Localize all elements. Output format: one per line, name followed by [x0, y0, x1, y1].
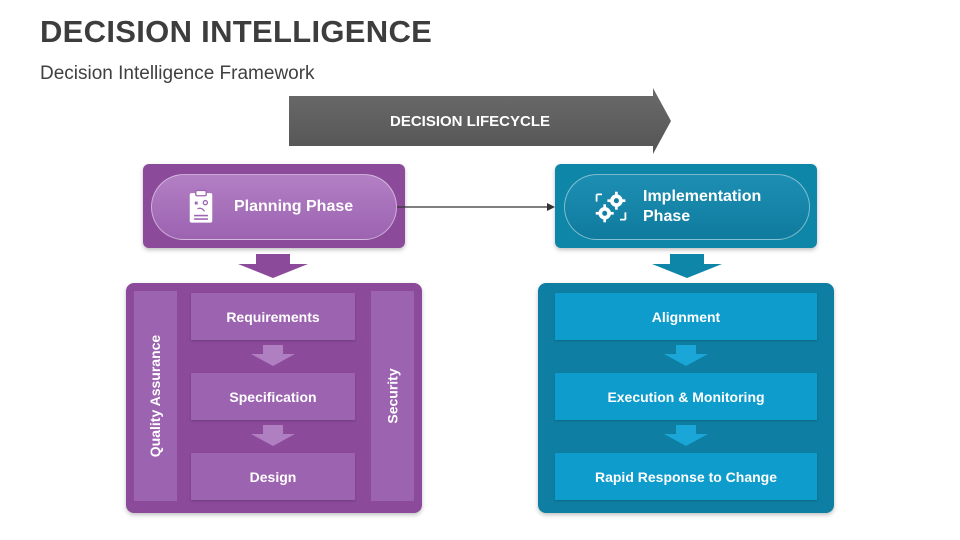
clipboard-strategy-icon: [189, 189, 213, 223]
quality-assurance-label: Quality Assurance: [147, 334, 164, 458]
implementation-step-execution: Execution & Monitoring: [555, 373, 817, 420]
planning-phase-pill[interactable]: Planning Phase: [151, 174, 397, 240]
planning-step-arrow-1: [251, 345, 295, 366]
planning-step-specification: Specification: [191, 373, 355, 420]
page-title: DECISION INTELLIGENCE: [40, 14, 433, 49]
implementation-down-arrow: [652, 254, 722, 278]
planning-step-design: Design: [191, 453, 355, 500]
lifecycle-arrow: [289, 88, 671, 154]
implementation-phase-pill[interactable]: Implementation Phase: [564, 174, 810, 240]
implementation-step-alignment: Alignment: [555, 293, 817, 340]
gears-cycle-icon: [595, 191, 627, 223]
implementation-label-line2: Phase: [643, 208, 691, 225]
planning-step-arrow-2: [251, 425, 295, 446]
implementation-step-arrow-2: [664, 425, 708, 446]
implementation-step-arrow-1: [664, 345, 708, 366]
phase-connector-arrow: [397, 203, 555, 211]
implementation-step-rapid-response: Rapid Response to Change: [555, 453, 817, 500]
planning-step-requirements: Requirements: [191, 293, 355, 340]
planning-phase-label: Planning Phase: [234, 198, 354, 215]
security-label: Security: [384, 368, 401, 424]
page-subtitle: Decision Intelligence Framework: [40, 63, 315, 84]
lifecycle-label: DECISION LIFECYCLE: [389, 112, 550, 130]
quality-assurance-bar: Quality Assurance: [134, 291, 177, 501]
security-bar: Security: [371, 291, 414, 501]
planning-down-arrow: [238, 254, 308, 278]
implementation-label-line1: Implementation: [643, 188, 762, 205]
implementation-phase-label: Implementation Phase: [643, 187, 761, 227]
